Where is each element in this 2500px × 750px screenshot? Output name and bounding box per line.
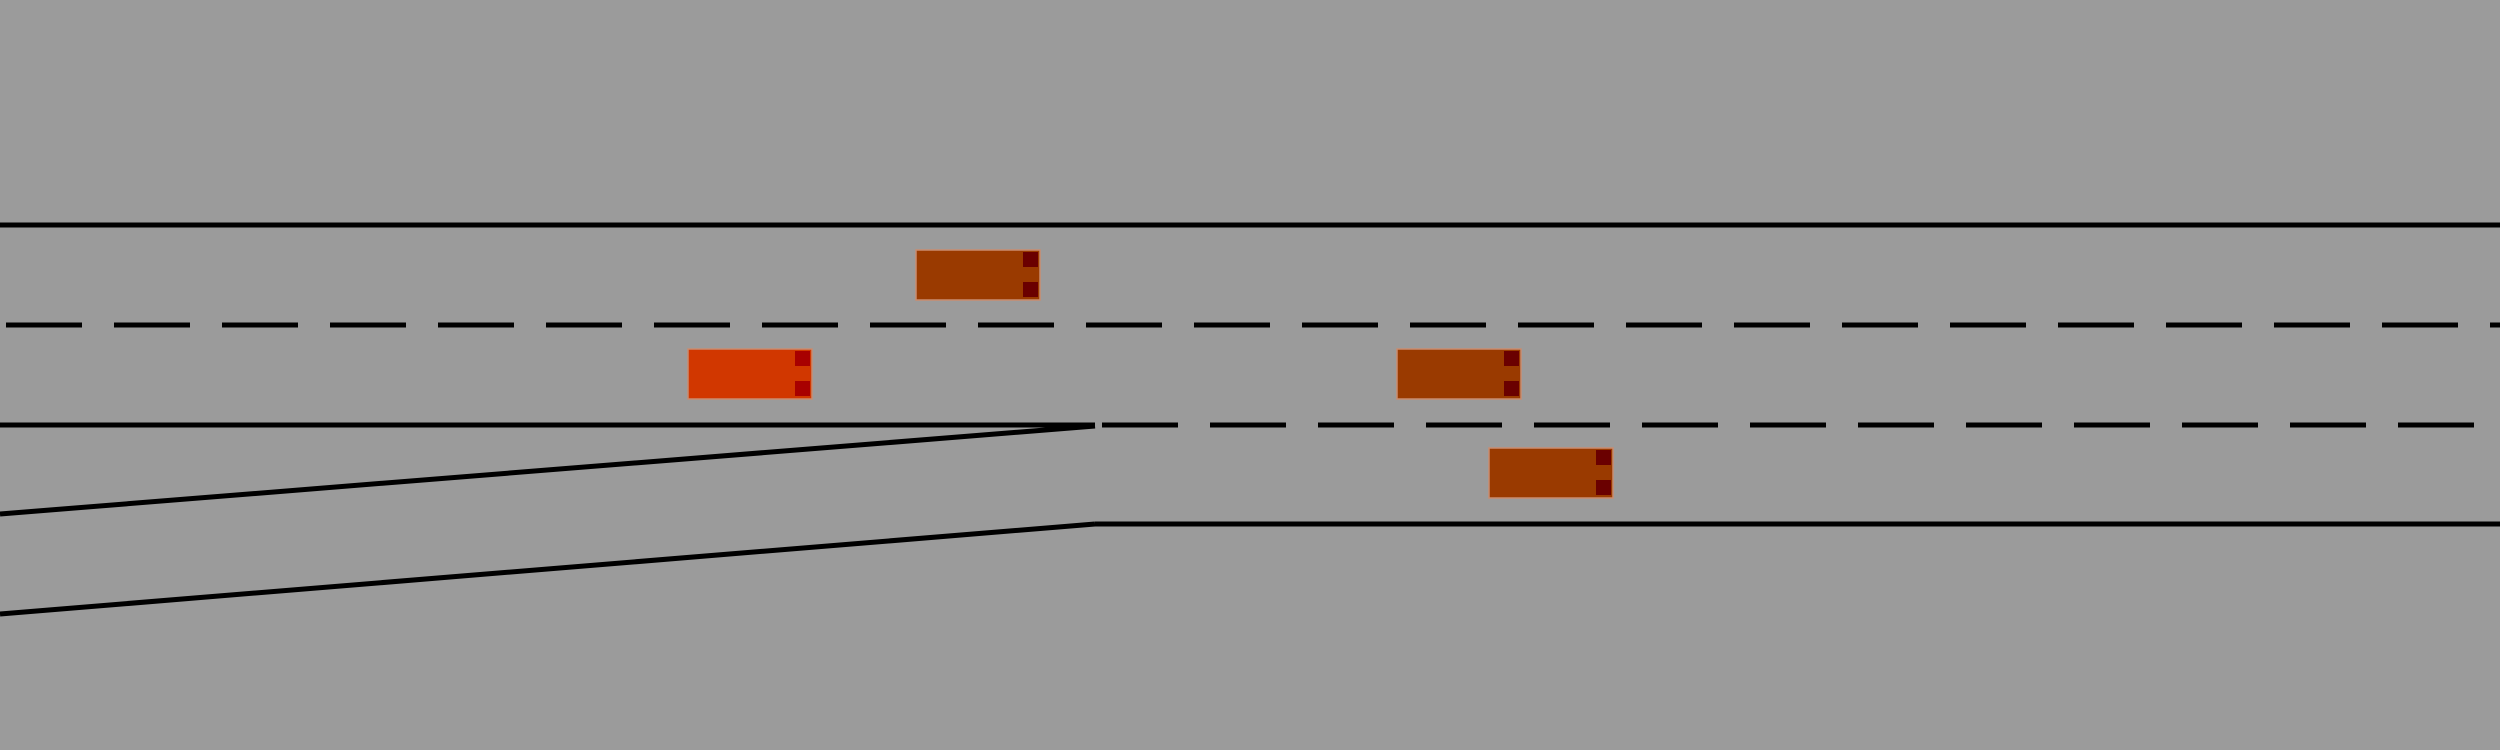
onramp-lower-line (0, 521, 1096, 617)
vehicle-headlight (1023, 282, 1038, 297)
vehicle-ego (687, 348, 813, 400)
vehicle-headlight (795, 351, 810, 366)
vehicle-headlight (1596, 480, 1611, 495)
vehicle-v1 (915, 249, 1041, 301)
vehicle-v2 (1396, 348, 1522, 400)
vehicle-headlight (1023, 252, 1038, 267)
onramp-upper-line (0, 423, 1096, 517)
vehicle-body (687, 348, 813, 400)
vehicle-headlight (795, 381, 810, 396)
vehicle-headlight (1504, 381, 1519, 396)
vehicle-headlight (1596, 450, 1611, 465)
vehicle-v3 (1488, 447, 1614, 499)
vehicle-body (1396, 348, 1522, 400)
vehicles-layer (687, 249, 1614, 499)
vehicle-headlight (1504, 351, 1519, 366)
vehicle-body (915, 249, 1041, 301)
vehicle-body (1488, 447, 1614, 499)
